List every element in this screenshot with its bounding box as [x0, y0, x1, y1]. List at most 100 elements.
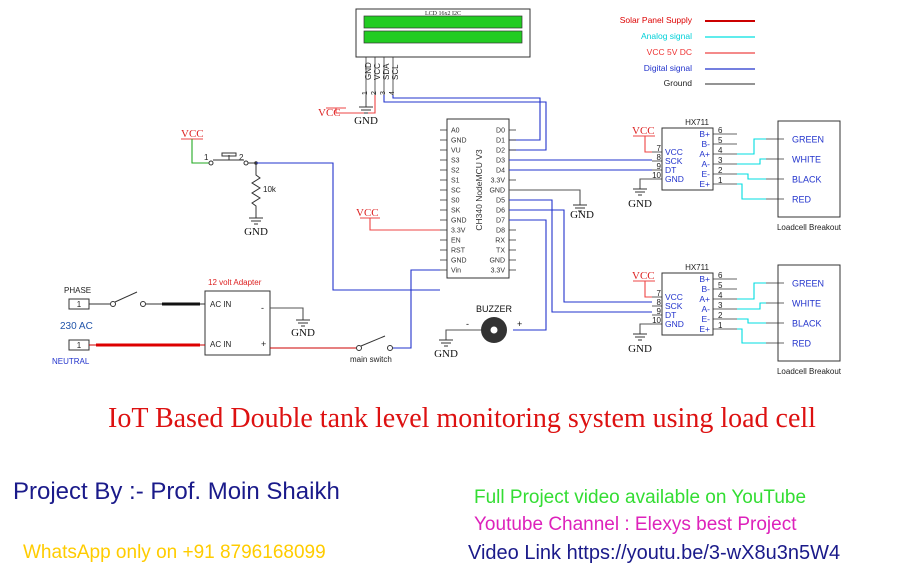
resistor-label: 10k	[263, 185, 277, 194]
adapter-minus: -	[261, 303, 264, 313]
hx711-right-pin: E+	[699, 324, 710, 334]
whatsapp-contact: WhatsApp only on +91 8796168099	[23, 542, 326, 563]
lcd-pin-sda: SDA	[382, 63, 391, 80]
gnd-label: GND	[354, 115, 378, 127]
hx711-right-num: 1	[718, 321, 723, 330]
loadcell-analog-wire	[737, 158, 766, 165]
hx711-right-num: 4	[718, 291, 723, 300]
lcd-pin-num-2: 2	[371, 91, 378, 95]
hx711-right-num: 4	[718, 146, 723, 155]
hx711-left-pin: DT	[665, 310, 676, 320]
hx711-right-pin: A+	[699, 294, 710, 304]
hx711-name: HX711	[685, 118, 709, 127]
mcu-right-pin: 3.3V	[491, 268, 506, 275]
loadcell-body	[777, 120, 841, 218]
hx711-left-num: 8	[657, 298, 662, 307]
mcu-right-pin: D2	[496, 148, 505, 155]
hx711-left-num: 7	[657, 144, 662, 153]
hx711-right-pin: B+	[699, 129, 710, 139]
loadcell-wire-label: GREEN	[792, 135, 824, 145]
hx711-left-num: 10	[652, 316, 661, 325]
video-link[interactable]: Video Link https://youtu.be/3-wX8u3n5W4	[468, 542, 841, 564]
buzzer-label: BUZZER	[476, 304, 513, 314]
hx711-vcc-wire	[644, 281, 652, 298]
hx711-right-num: 6	[718, 126, 723, 135]
lcd-pin-num-3: 3	[380, 91, 387, 95]
nodemcu-name: CH340 NodeMCU V3	[474, 149, 484, 231]
hx711-vcc-wire	[644, 136, 652, 153]
mcu-right-pin: D3	[496, 158, 505, 165]
legend-digital-label: Digital signal	[644, 63, 692, 73]
hx711-right-pin: B+	[699, 274, 710, 284]
hx711-right-num: 6	[718, 271, 723, 280]
lcd-row-1	[363, 15, 523, 29]
hx711-left-pin: VCC	[665, 147, 683, 157]
mcu-left-pin: RST	[451, 248, 466, 255]
phase-label: PHASE	[64, 286, 91, 295]
lcd-pin-vcc: VCC	[373, 63, 382, 80]
adapter-body	[204, 290, 271, 356]
buzzer-minus: -	[466, 319, 469, 329]
loadcell-analog-wire	[737, 138, 766, 155]
vcc-label: VCC	[356, 207, 379, 219]
loadcell-caption: Loadcell Breakout	[777, 367, 842, 376]
switch-pin-1: 1	[204, 153, 209, 162]
hx711-left-pin: GND	[665, 319, 684, 329]
lcd-pin-scl: SCL	[391, 64, 400, 80]
hx711-vcc-label: VCC	[632, 125, 655, 137]
hx711-left-pin: SCK	[665, 301, 683, 311]
push-switch	[208, 152, 249, 166]
mcu-left-pin: 3.3V	[451, 228, 466, 235]
lcd-pin-gnd: GND	[364, 62, 373, 80]
mcu-right-pin: 3.3V	[491, 178, 506, 185]
ground-symbol	[439, 339, 453, 347]
ground-symbol	[249, 217, 263, 225]
hx711-gnd-label: GND	[628, 198, 652, 210]
hx711-module-2: HX711VCC7SCK8DT9GND10B+6B-5A+4A-3E-2E+1V…	[628, 263, 737, 355]
legend: Solar Panel Supply Analog signal VCC 5V …	[620, 15, 755, 88]
loadcell-analog-wire	[737, 183, 766, 200]
hx711-left-pin: DT	[665, 165, 676, 175]
hx711-name: HX711	[685, 263, 709, 272]
lcd-display: LCD 16x2 I2C GND VCC SDA SCL 1 2 3 4	[355, 8, 531, 95]
hx711-digital-wires	[393, 159, 652, 349]
hx711-left-pin: SCK	[665, 156, 683, 166]
hx711-gnd-wire	[639, 178, 652, 189]
loadcell-wire-label: WHITE	[792, 155, 821, 165]
ac-input: PHASE 1 230 AC 1 NEUTRAL	[52, 286, 93, 366]
project-by: Project By :- Prof. Moin Shaikh	[13, 478, 340, 505]
hx711-left-num: 9	[657, 162, 662, 171]
hx711-body	[661, 272, 714, 336]
diagram-title: IoT Based Double tank level monitoring s…	[108, 403, 816, 434]
hx711-right-num: 3	[718, 156, 723, 165]
adapter: 12 volt Adapter AC IN AC IN - +	[204, 278, 271, 356]
mcu-left-pin: S2	[451, 168, 460, 175]
hx711-left-num: 7	[657, 289, 662, 298]
gnd-label: GND	[291, 327, 315, 339]
vcc-label: VCC	[318, 107, 341, 119]
mcu-right-pin: D0	[496, 128, 505, 135]
phase-terminal-num: 1	[77, 300, 82, 309]
mcu-left-pin: Vin	[451, 268, 461, 275]
hx711-body	[661, 127, 714, 191]
loadcell-wire-label: WHITE	[792, 299, 821, 309]
nodemcu-board: CH340 NodeMCU V3 A0GNDVUS3S2S1SCS0SKGND3…	[440, 118, 516, 279]
ac-voltage-label: 230 AC	[60, 321, 93, 332]
legend-solar-label: Solar Panel Supply	[620, 15, 693, 25]
loadcell-analog-wire	[737, 318, 766, 324]
mcu-left-pin: GND	[451, 258, 467, 265]
lcd-wires	[335, 95, 547, 151]
mcu-right-pin: TX	[496, 248, 505, 255]
hx711-right-num: 5	[718, 281, 723, 290]
hx711-module-1: HX711VCC7SCK8DT9GND10B+6B-5A+4A-3E-2E+1V…	[628, 118, 737, 210]
loadcell-analog-wire	[737, 302, 766, 310]
hx711-left-pin: VCC	[665, 292, 683, 302]
main-switch	[356, 335, 393, 351]
hx711-right-pin: B-	[702, 139, 711, 149]
hx711-right-num: 2	[718, 311, 723, 320]
loadcell-wire-label: GREEN	[792, 279, 824, 289]
main-switch-label: main switch	[350, 355, 392, 364]
gnd-label: GND	[570, 209, 594, 221]
lcd-title: LCD 16x2 I2C	[425, 11, 461, 17]
